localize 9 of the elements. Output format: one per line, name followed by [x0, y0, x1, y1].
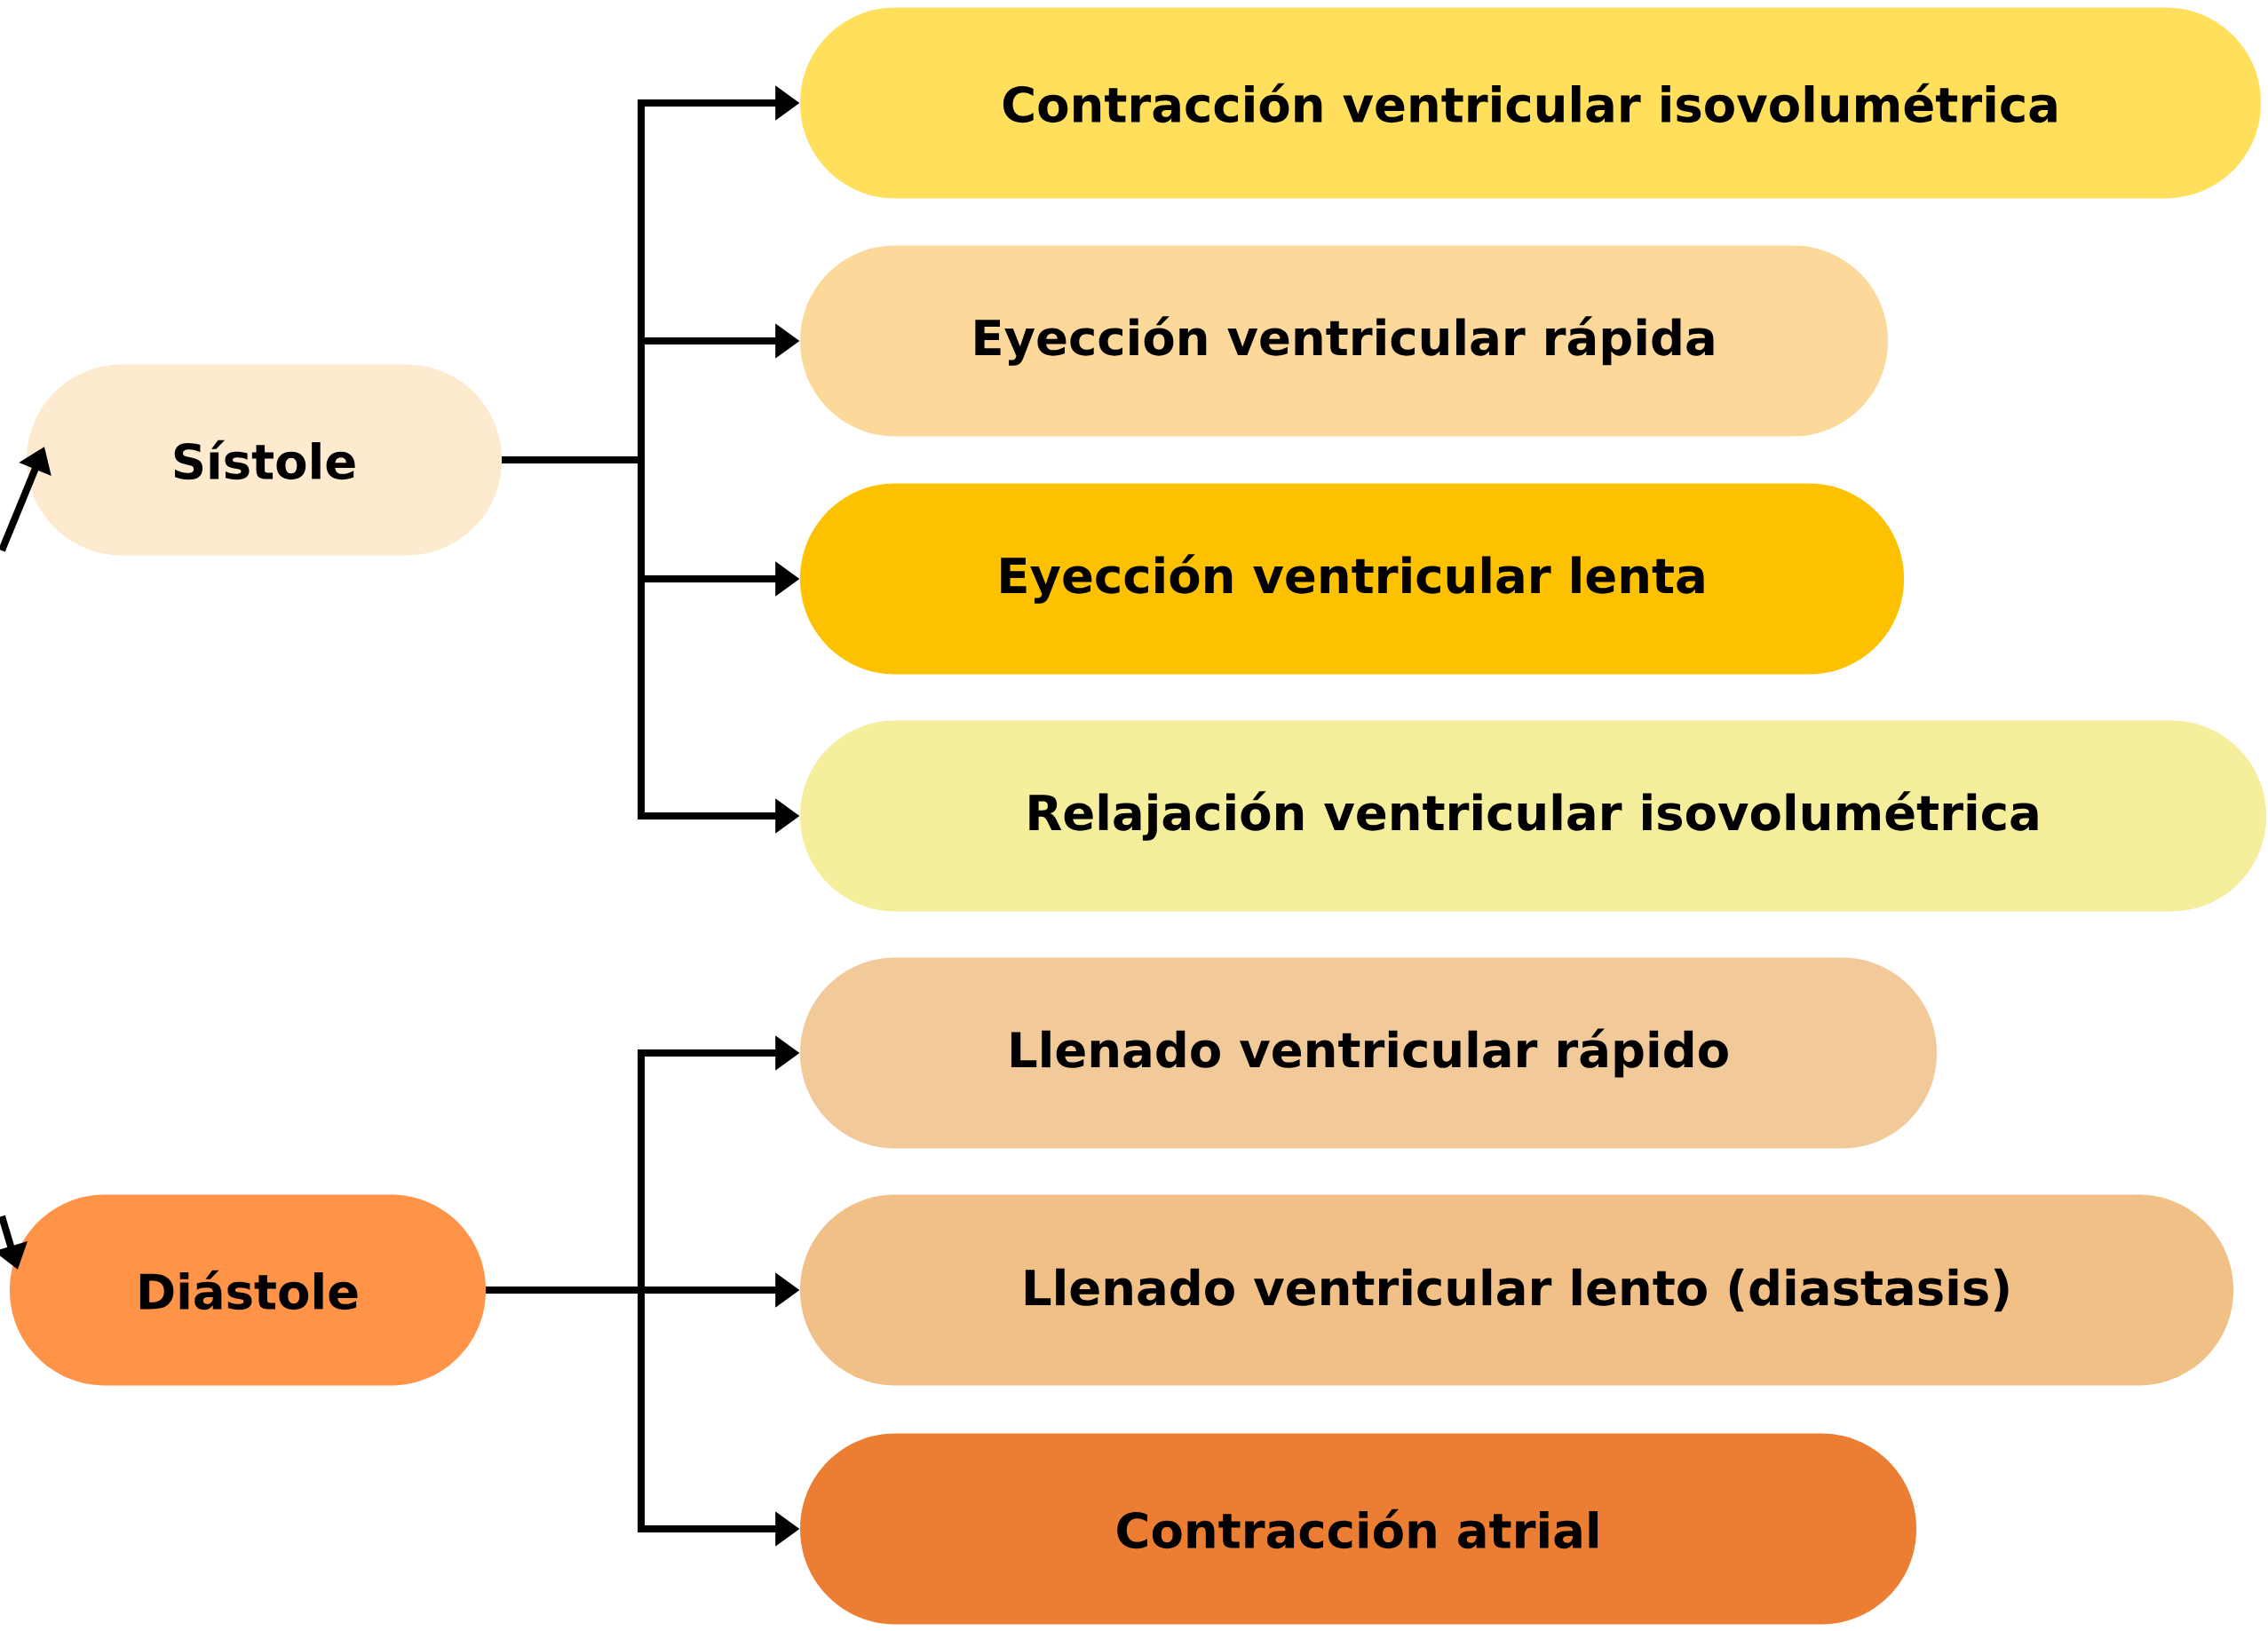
phase-box: Diástole: [10, 1194, 486, 1386]
stage-box: Llenado ventricular lento (diastasis): [800, 1194, 2233, 1386]
stage-box: Relajación ventricular isovolumétrica: [800, 720, 2266, 912]
phase-box: Sístole: [27, 364, 502, 556]
stage-box: Contracción ventricular isovolumétrica: [800, 7, 2261, 199]
stage-box: Llenado ventricular rápido: [800, 957, 1937, 1149]
stage-box: Eyección ventricular lenta: [800, 483, 1904, 675]
stage-box: Contracción atrial: [800, 1433, 1916, 1625]
stage-box: Eyección ventricular rápida: [800, 245, 1888, 437]
